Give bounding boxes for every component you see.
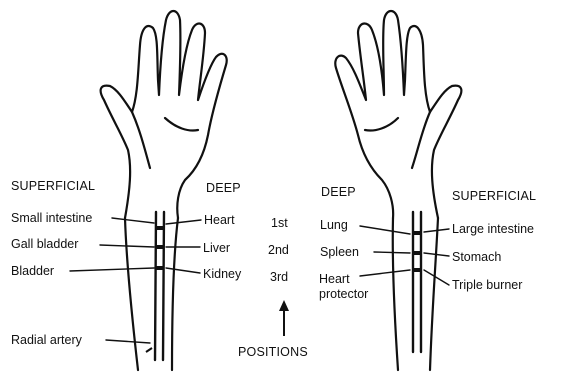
label-heart: Heart [204,213,235,227]
label-small-intestine: Small intestine [11,211,92,225]
right-forearm-inner [393,218,398,370]
left-header-superficial: SUPERFICIAL [11,179,95,193]
position-3rd: 3rd [270,270,288,284]
position-2nd: 2nd [268,243,289,257]
right-marker-2nd [413,251,421,255]
right-palm-crease-2 [365,118,398,131]
leader-gall-bladder [100,245,154,247]
label-heart-protector: Heart protector [319,272,368,302]
label-triple-burner: Triple burner [452,278,522,292]
left-wrist-tick [146,348,152,352]
left-palm-crease-2 [165,118,198,131]
right-marker-1st [413,231,421,235]
right-forearm-outer [430,218,438,370]
label-spleen: Spleen [320,245,359,259]
right-header-superficial: SUPERFICIAL [452,189,536,203]
right-palm-crease [412,112,430,168]
leader-lung [360,226,410,234]
left-marker-2nd [155,245,164,249]
leader-radial-artery [106,340,150,343]
label-radial-artery: Radial artery [11,333,82,347]
left-marker-1st [155,226,164,230]
left-marker-3rd [155,266,164,270]
leader-heart [166,220,201,224]
right-marker-3rd [413,268,421,272]
label-bladder: Bladder [11,264,54,278]
label-gall-bladder: Gall bladder [11,237,78,251]
left-header-deep: DEEP [206,181,241,195]
label-liver: Liver [203,241,230,255]
left-radial-artery-line-a [155,212,156,360]
leader-kidney [166,268,200,273]
leader-bladder [70,268,154,271]
left-forearm-inner [172,218,178,370]
positions-arrow [279,300,289,336]
position-1st: 1st [271,216,288,230]
leader-small-intestine [112,218,154,223]
left-radial-artery-line-b [163,212,164,360]
label-lung: Lung [320,218,348,232]
leader-spleen [374,252,410,253]
label-kidney: Kidney [203,267,241,281]
left-forearm-outer [125,218,138,370]
right-header-deep: DEEP [321,185,356,199]
positions-caption: POSITIONS [238,345,308,359]
left-palm-crease [132,112,150,168]
label-stomach: Stomach [452,250,501,264]
label-large-intestine: Large intestine [452,222,534,236]
leader-triple-burner [424,270,449,285]
